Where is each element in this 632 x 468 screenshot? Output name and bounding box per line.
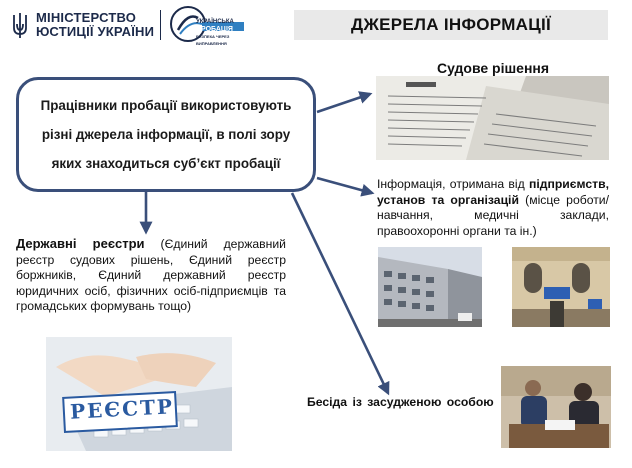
arrow-to-court [316,91,373,114]
court-decision-label: Судове рішення [436,60,550,76]
probation-line3: БЕЗПЕКА ЧЕРЕЗ ВИПРАВЛЕННЯ [196,34,230,46]
trident-icon [11,11,29,39]
institutions-bold: підприємств, установ та організацій [377,177,609,207]
registry-photo: РЕЄСТР [46,337,232,451]
institutions-rest: (місце роботи/навчання, медичні заклади,… [377,192,609,238]
institutions-lead: Інформація, отримана від [377,177,529,191]
header-divider [160,10,161,40]
ministry-name-line1: МІНІСТЕРСТВО [36,10,137,25]
registries-bold: Державні реєстри [16,236,145,251]
probation-emblem-icon [170,6,244,42]
ministry-name-line2: ЮСТИЦІЇ УКРАЇНИ [36,24,155,39]
probation-line2: ПРОБАЦІЯ [196,26,233,33]
talk-photo [501,366,611,448]
arrow-to-institutions [316,176,375,197]
building-photo-1 [378,247,482,327]
central-statement-box: Працівники пробації використовують різні… [16,77,316,192]
court-decision-photo [376,76,609,160]
registries-text: Державні реєстри (Єдиний державний реєст… [16,236,286,315]
ministry-logo: МІНІСТЕРСТВО ЮСТИЦІЇ УКРАЇНИ [10,8,154,42]
central-statement-text: Працівники пробації використовують різні… [40,98,292,171]
building-photo-2 [512,247,610,327]
talk-label: Бесіда із засудженою особою [307,395,494,409]
slide-title-bar: ДЖЕРЕЛА ІНФОРМАЦІЇ [294,10,608,40]
arrow-to-talk [290,192,390,396]
probation-line1: УКРАЇНСЬКА [196,19,234,25]
slide-title: ДЖЕРЕЛА ІНФОРМАЦІЇ [351,15,551,34]
registries-rest: (Єдиний державний реєстр судових рішень,… [16,237,286,313]
institutions-text: Інформація, отримана від підприємств, ус… [377,177,609,239]
probation-logo: УКРАЇНСЬКА ПРОБАЦІЯ БЕЗПЕКА ЧЕРЕЗ ВИПРАВ… [168,4,246,46]
